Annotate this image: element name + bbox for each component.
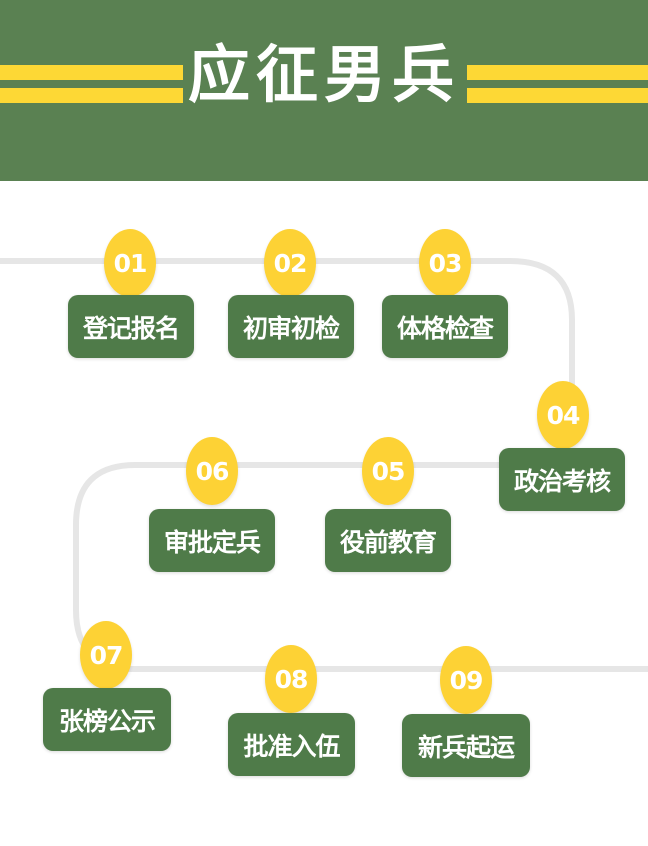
step-number-badge: 01 xyxy=(104,229,156,297)
step-number-badge: 08 xyxy=(265,645,317,713)
step-box-enlistment-approved: 批准入伍 xyxy=(228,713,355,776)
right-stripe-bottom xyxy=(467,88,648,103)
page-title: 应征男兵 xyxy=(187,38,460,111)
step-box-register: 登记报名 xyxy=(68,295,194,358)
step-number-badge: 06 xyxy=(186,437,238,505)
step-box-pre-service-education: 役前教育 xyxy=(325,509,451,572)
step-box-physical-exam: 体格检查 xyxy=(382,295,508,358)
left-stripe-top xyxy=(0,65,183,80)
step-box-dispatch: 新兵起运 xyxy=(402,714,530,777)
step-box-political-review: 政治考核 xyxy=(499,448,625,511)
step-box-public-notice: 张榜公示 xyxy=(43,688,171,751)
header-banner: 应征男兵 xyxy=(0,0,648,181)
step-box-initial-review: 初审初检 xyxy=(228,295,354,358)
right-stripe-top xyxy=(467,65,648,80)
step-number-badge: 07 xyxy=(80,621,132,689)
step-number-badge: 05 xyxy=(362,437,414,505)
step-box-approval: 审批定兵 xyxy=(149,509,275,572)
step-number-badge: 03 xyxy=(419,229,471,297)
step-number-badge: 04 xyxy=(537,381,589,449)
left-stripe-bottom xyxy=(0,88,183,103)
step-number-badge: 09 xyxy=(440,646,492,714)
step-number-badge: 02 xyxy=(264,229,316,297)
